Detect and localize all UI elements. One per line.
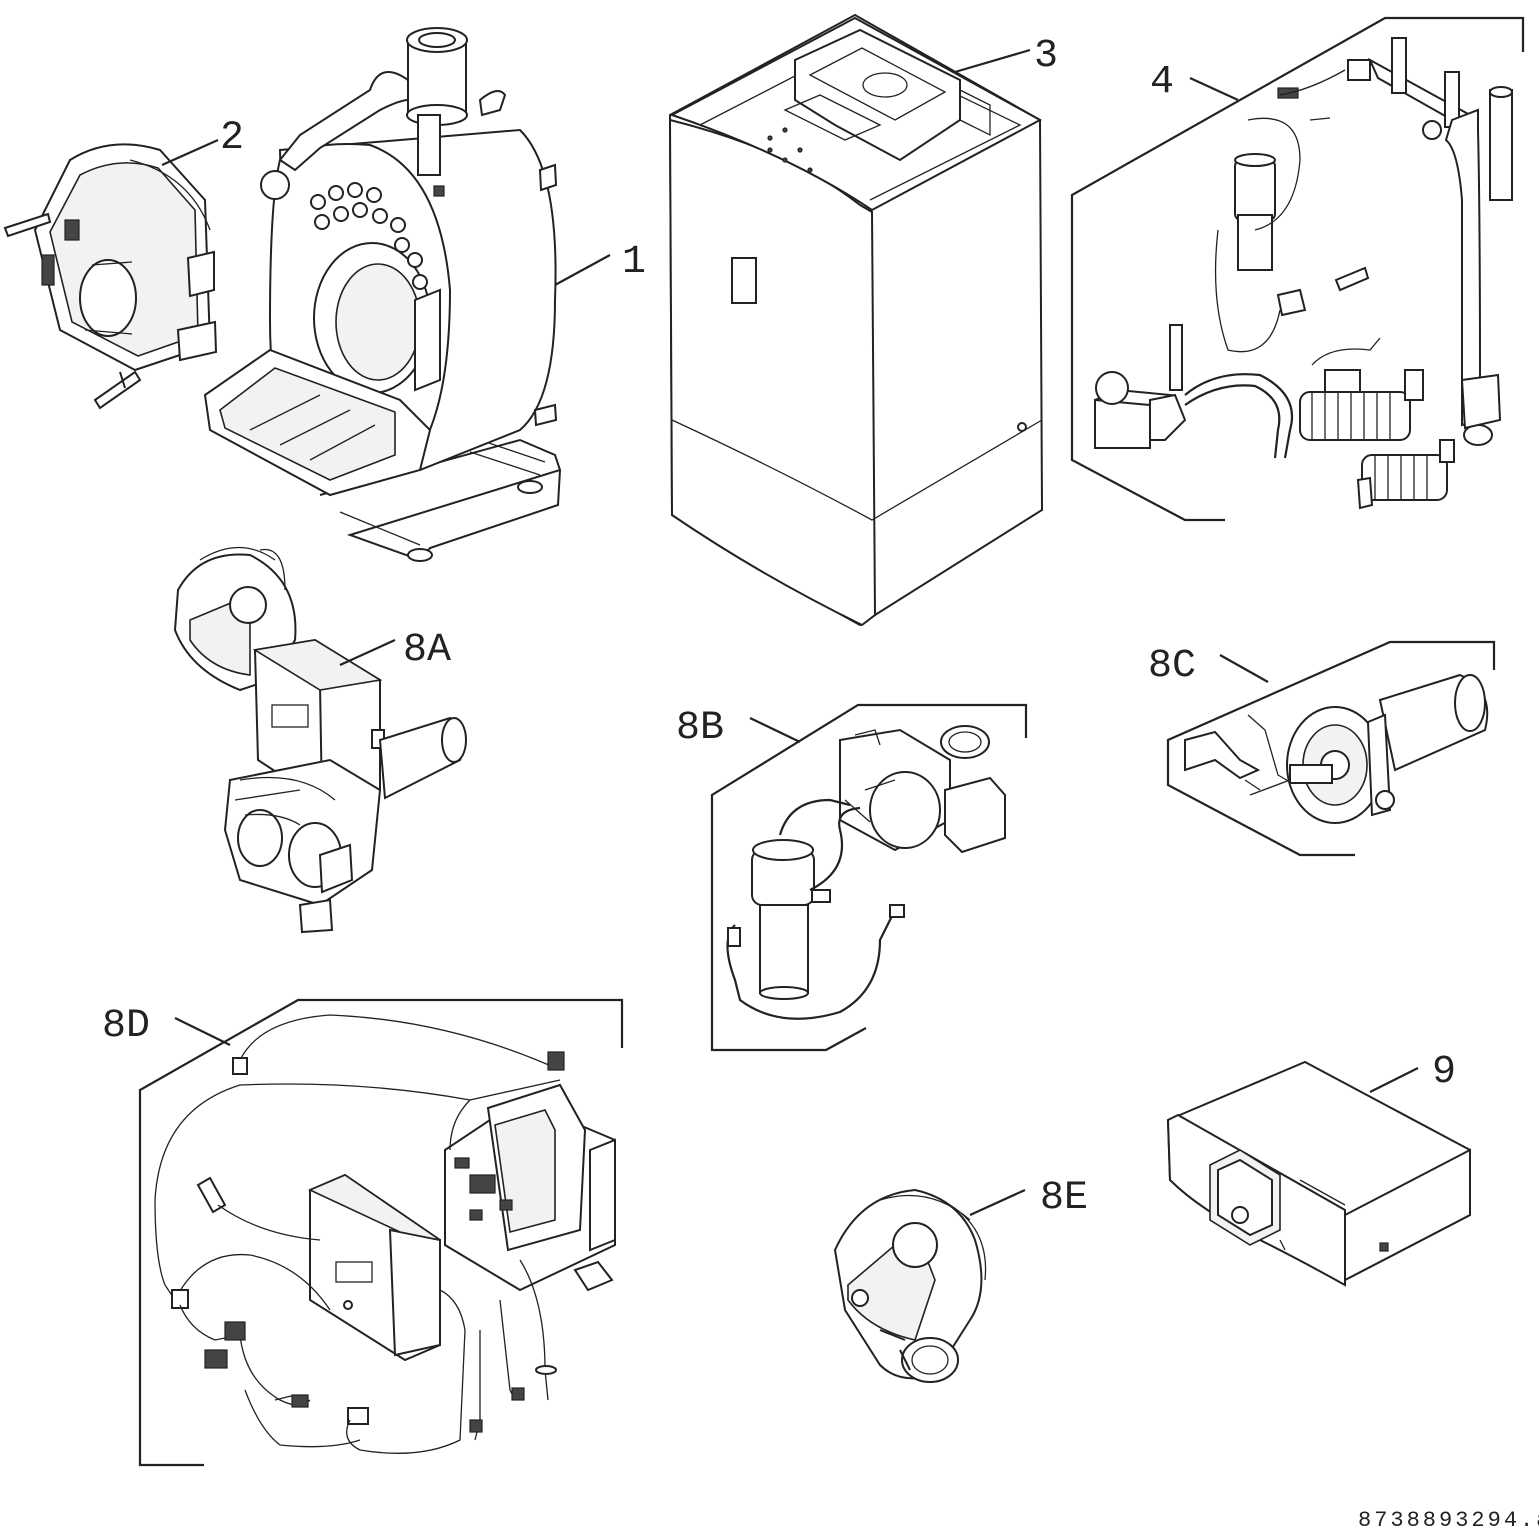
- label-2: 2: [220, 116, 244, 161]
- label-8e: 8E: [1040, 1176, 1088, 1221]
- group-bracket-8b: [710, 703, 1028, 1052]
- group-bracket-4: [1070, 16, 1525, 522]
- label-4: 4: [1150, 60, 1174, 105]
- label-1: 1: [622, 240, 646, 285]
- leader-9: [1369, 1067, 1419, 1093]
- part-4-hydraulic-kit: [1094, 37, 1513, 510]
- label-3: 3: [1034, 34, 1058, 79]
- part-8e-fan-motor: [833, 1188, 987, 1383]
- label-8a: 8A: [403, 628, 451, 673]
- leader-8a: [339, 638, 396, 667]
- label-8c: 8C: [1148, 644, 1196, 689]
- leader-4: [1189, 77, 1239, 101]
- label-8b: 8B: [676, 706, 724, 751]
- part-2-burner-door: [3, 143, 218, 410]
- leader-1: [554, 254, 611, 286]
- leader-8c: [1219, 654, 1269, 683]
- part-8d-control-wiring: [154, 1014, 616, 1454]
- leader-8b: [749, 717, 801, 743]
- leader-3: [954, 48, 1031, 74]
- part-1-heat-exchanger: [203, 27, 562, 562]
- label-9: 9: [1432, 1050, 1456, 1095]
- part-3-casing: [668, 13, 1044, 627]
- bolt-holes: [310, 182, 428, 290]
- part-8c-blast-tube: [1184, 673, 1489, 824]
- part-8a-burner-assembly: [173, 546, 467, 934]
- group-bracket-8d: [138, 998, 624, 1467]
- leader-2: [161, 138, 219, 167]
- label-8d: 8D: [102, 1004, 150, 1049]
- leader-8d: [174, 1017, 231, 1046]
- group-bracket-8c: [1166, 640, 1496, 857]
- part-8b-oil-pump: [726, 725, 1006, 1020]
- leader-8e: [969, 1188, 1026, 1217]
- part-9-controller: [1166, 1060, 1471, 1287]
- document-id: 8738893294.aa: [1358, 1508, 1539, 1533]
